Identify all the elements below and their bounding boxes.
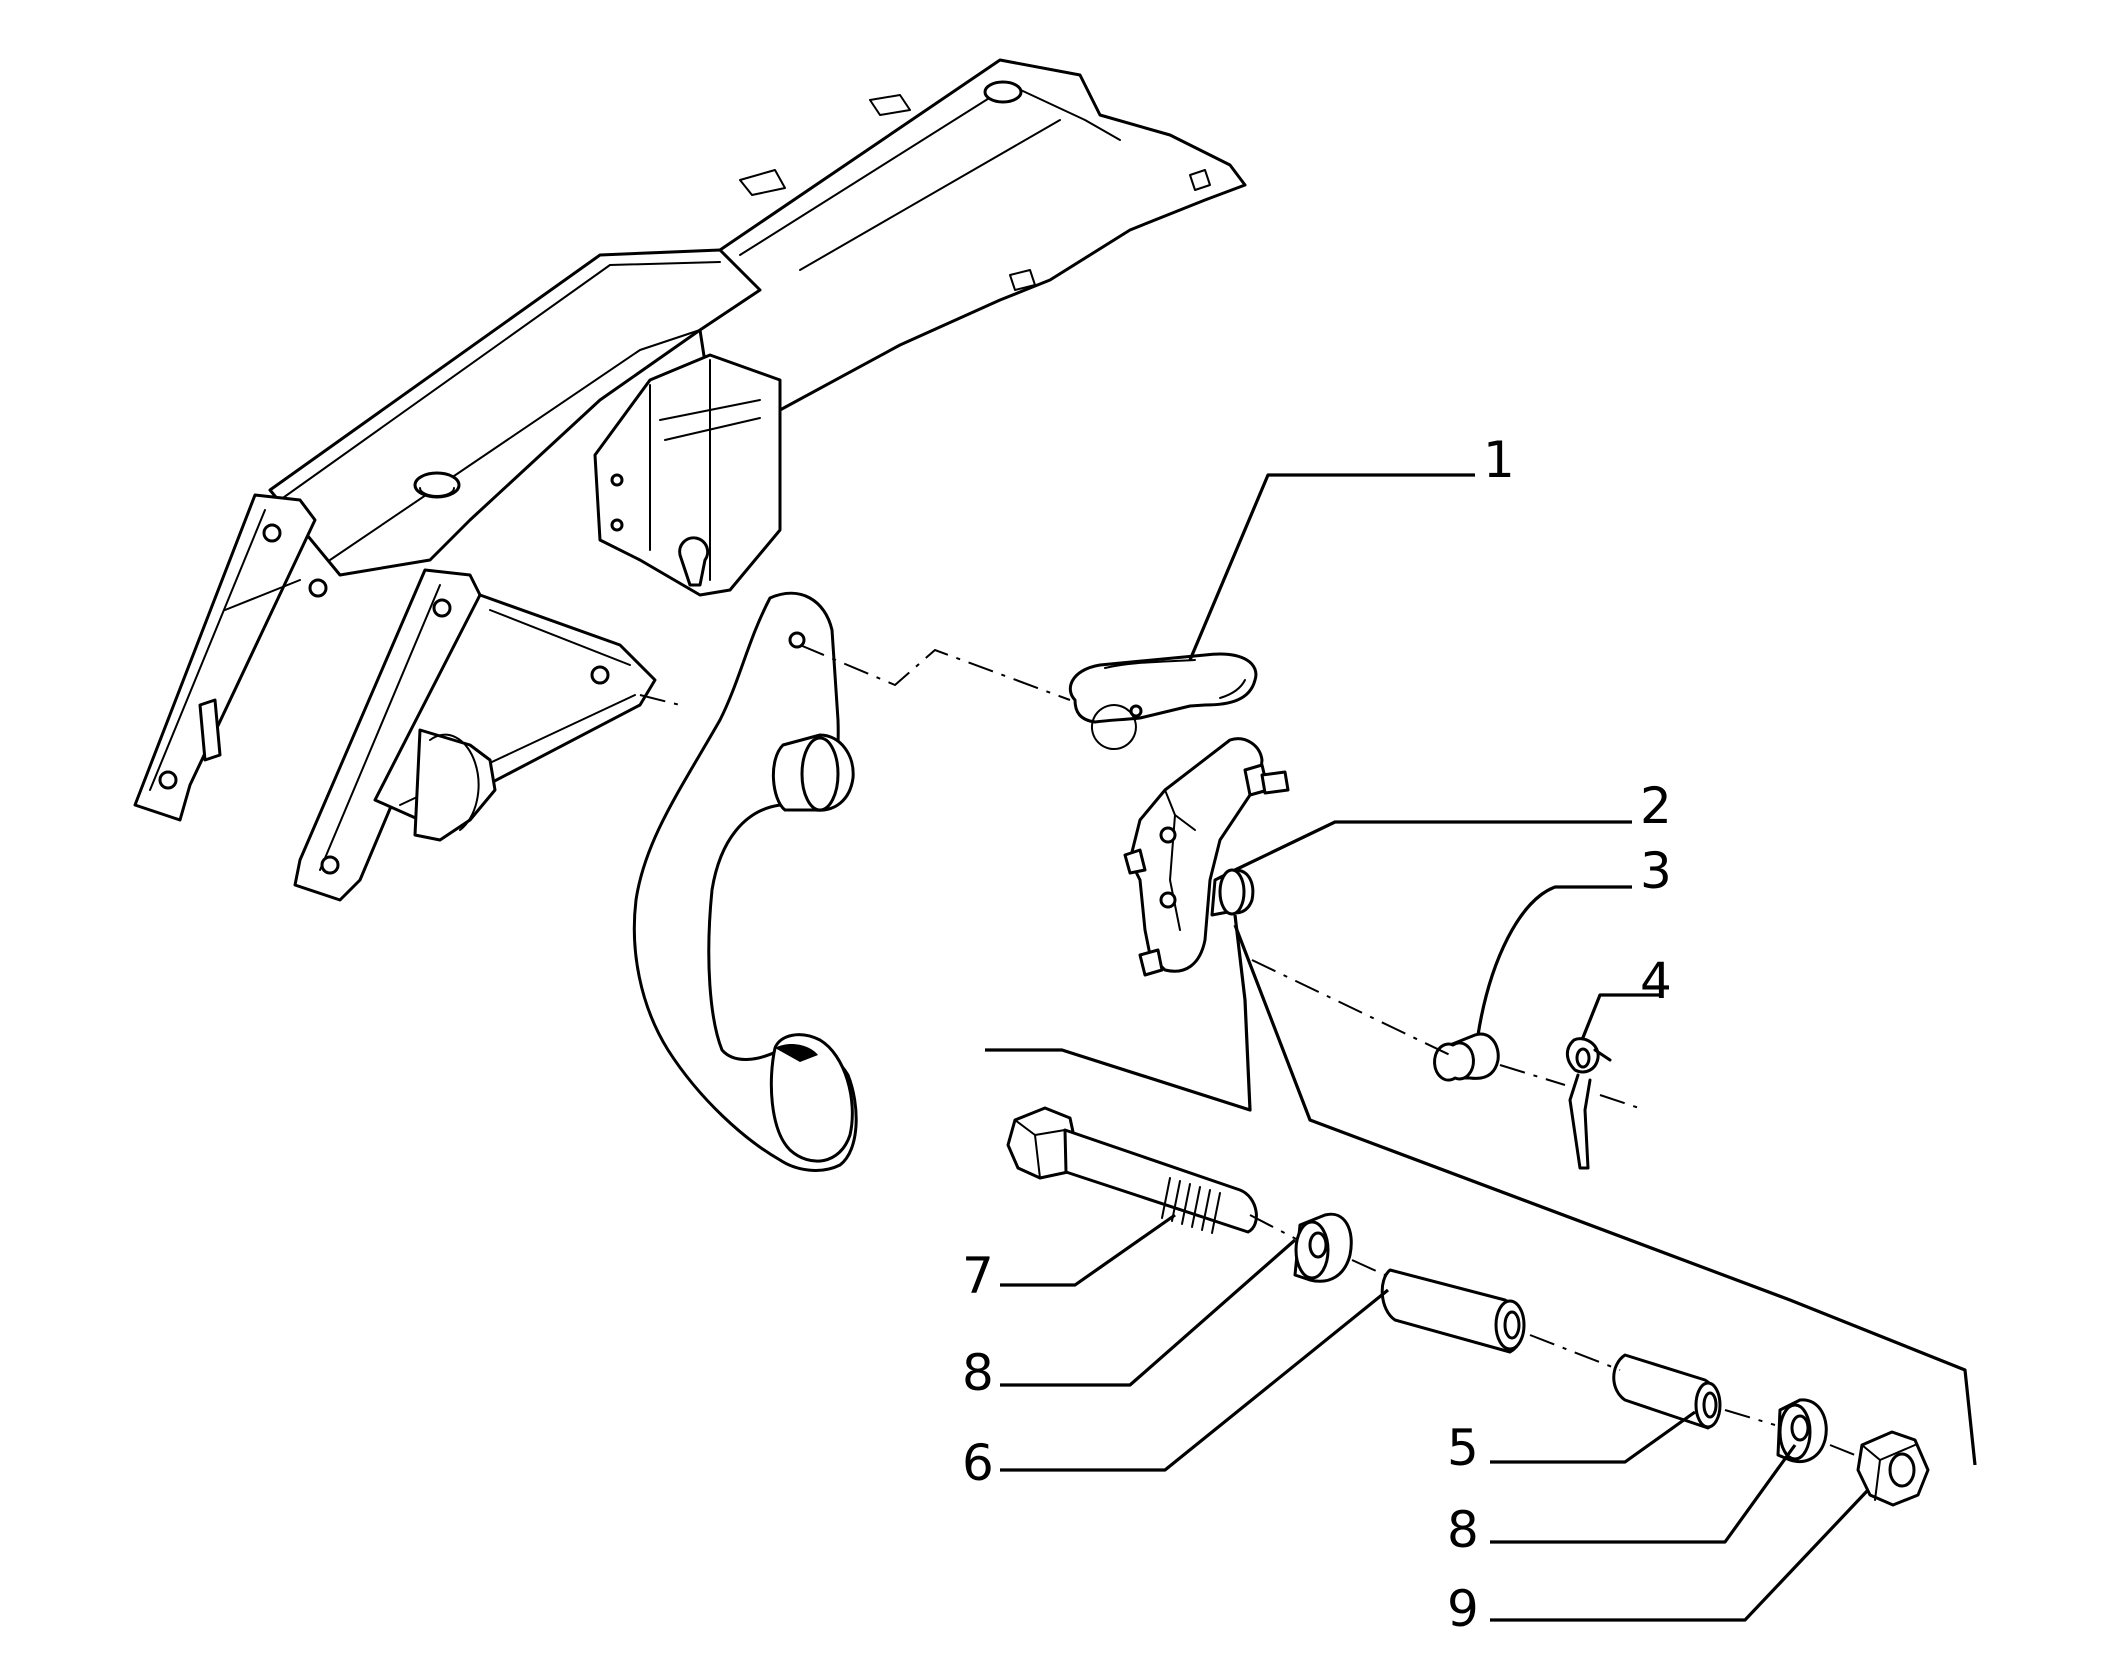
part-1-link xyxy=(1068,652,1258,750)
assembly-axes xyxy=(639,644,1856,1456)
callout-8-lower: 8 xyxy=(1447,1501,1479,1559)
callout-5: 5 xyxy=(1447,1419,1479,1477)
part-8-washer-lower xyxy=(1776,1398,1828,1464)
callout-2: 2 xyxy=(1640,777,1672,835)
part-4-clip xyxy=(1565,1037,1612,1170)
callout-7: 7 xyxy=(962,1247,994,1305)
callout-labels: 1 2 3 4 7 8 6 5 8 9 xyxy=(962,431,1672,1638)
part-3-bush xyxy=(1433,1032,1500,1082)
part-5-sleeve xyxy=(1612,1353,1722,1430)
part-8-washer-upper xyxy=(1293,1212,1353,1283)
callout-3: 3 xyxy=(1640,842,1672,900)
pedal-support-bracket xyxy=(133,58,1247,902)
clutch-pedal-arm xyxy=(632,591,858,1172)
callout-6: 6 xyxy=(962,1434,994,1492)
part-6-sleeve xyxy=(1380,1268,1526,1354)
callout-8-upper: 8 xyxy=(962,1344,994,1402)
part-2-lever-bracket xyxy=(1123,737,1290,977)
callout-9: 9 xyxy=(1447,1580,1479,1638)
callout-4: 4 xyxy=(1640,952,1672,1010)
callout-1: 1 xyxy=(1483,431,1515,489)
part-7-bolt xyxy=(1006,1106,1258,1234)
leader-lines xyxy=(985,473,1977,1622)
part-9-nut xyxy=(1856,1430,1930,1507)
